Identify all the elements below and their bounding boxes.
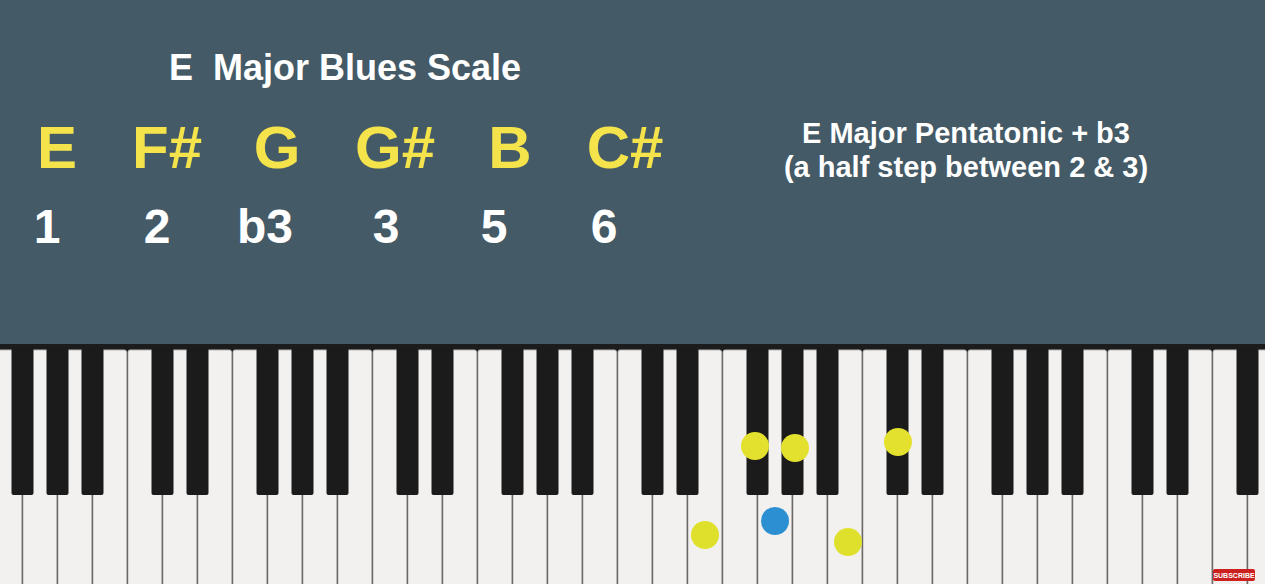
scale-degree: 3 [373, 203, 400, 251]
black-key [887, 348, 909, 495]
note-text: E Major Pentatonic + b3 [802, 119, 1130, 148]
scale-dot [781, 434, 809, 462]
black-key [397, 348, 419, 495]
black-key [257, 348, 279, 495]
black-key [572, 348, 594, 495]
note-name: G# [355, 118, 435, 178]
black-key [537, 348, 559, 495]
scale-dot [884, 428, 912, 456]
black-key [82, 348, 104, 495]
scale-degree: 1 [34, 203, 61, 251]
black-key [992, 348, 1014, 495]
note-name: B [488, 118, 531, 178]
background-panel [0, 0, 1265, 346]
scale-degree: 6 [591, 203, 618, 251]
scale-degree: 2 [144, 203, 171, 251]
scale-dot [834, 528, 862, 556]
black-key [47, 348, 69, 495]
note-text: (a half step between 2 & 3) [784, 153, 1148, 182]
black-key [327, 348, 349, 495]
black-key [292, 348, 314, 495]
note-name: C# [587, 118, 664, 178]
note-name: E [37, 118, 77, 178]
black-key [502, 348, 524, 495]
scale-dot [691, 521, 719, 549]
scale-degree: 5 [481, 203, 508, 251]
black-key [677, 348, 699, 495]
black-key [1167, 348, 1189, 495]
black-key [1027, 348, 1049, 495]
diagram-title: E Major Blues Scale [169, 50, 521, 86]
subscribe-text: SUBSCRIBE [1213, 572, 1254, 579]
subscribe-button [1213, 569, 1255, 581]
black-key [817, 348, 839, 495]
note-name: G [254, 118, 301, 178]
black-key [1062, 348, 1084, 495]
scale-dots [691, 428, 912, 556]
black-key [922, 348, 944, 495]
black-key [12, 348, 34, 495]
black-key [782, 348, 804, 495]
scale-degree: b3 [237, 203, 293, 251]
black-key [187, 348, 209, 495]
black-key [747, 348, 769, 495]
black-key [1132, 348, 1154, 495]
blue-note-dot [761, 507, 789, 535]
note-name: F# [132, 118, 202, 178]
black-key [642, 348, 664, 495]
black-key [1237, 348, 1259, 495]
black-key [152, 348, 174, 495]
scale-dot [741, 432, 769, 460]
black-keys [12, 348, 1265, 495]
black-key [432, 348, 454, 495]
